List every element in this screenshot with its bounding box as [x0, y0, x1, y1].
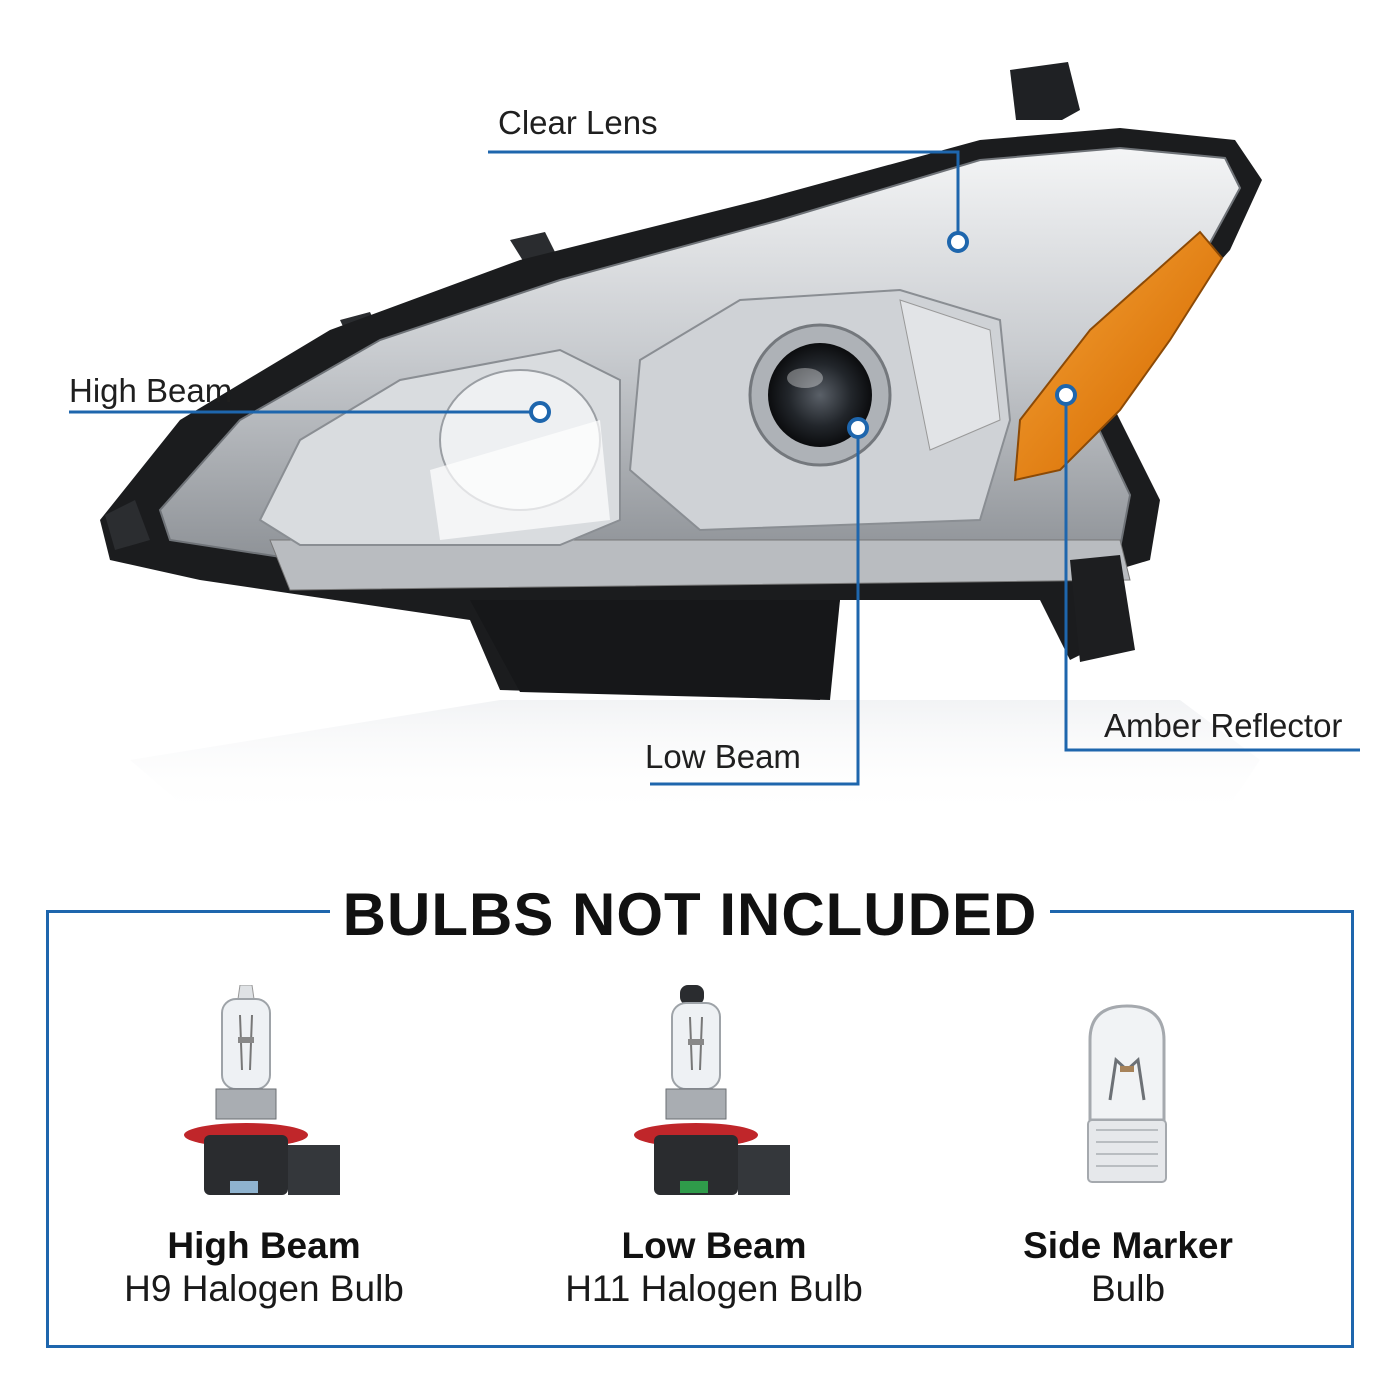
amber-reflector-label: Amber Reflector: [1104, 707, 1343, 744]
bulb-subtitle: H11 Halogen Bulb: [565, 1267, 863, 1309]
callout-lines: [69, 150, 1360, 786]
low-beam-callout-dot: [847, 417, 869, 439]
top-connector: [1010, 62, 1080, 120]
bulbs-section-title: BULBS NOT INCLUDED: [330, 880, 1050, 950]
clear-lens-label: Clear Lens: [498, 104, 658, 141]
h11-halogen-bulb-icon: [634, 985, 790, 1195]
lower-trim: [269, 539, 1131, 591]
low-beam-label: Low Beam: [645, 738, 801, 775]
bulb-card-side-marker: Side Marker Bulb: [928, 1225, 1328, 1310]
wedge-bulb-icon: [1087, 1004, 1167, 1183]
amber-reflector-callout-dot: [1055, 384, 1077, 406]
headlight-base: [470, 600, 840, 700]
bulb-card-high-beam: High Beam H9 Halogen Bulb: [64, 1225, 464, 1310]
projector-lens: [768, 343, 872, 447]
headlight-reflection: [130, 700, 1260, 820]
high-beam-label: High Beam: [69, 372, 233, 409]
bottom-connector: [1070, 555, 1135, 662]
h9-halogen-bulb-icon: [184, 985, 340, 1195]
bulb-title: High Beam: [167, 1225, 361, 1266]
clear-lens-callout-dot: [947, 231, 969, 253]
bulb-title: Low Beam: [621, 1225, 807, 1266]
high-beam-callout-dot: [529, 401, 551, 423]
bulb-subtitle: H9 Halogen Bulb: [124, 1267, 404, 1309]
headlight-illustration: [69, 62, 1360, 820]
bulb-subtitle: Bulb: [1090, 1267, 1166, 1309]
bulb-title: Side Marker: [1023, 1225, 1233, 1266]
bulb-card-low-beam: Low Beam H11 Halogen Bulb: [514, 1225, 914, 1310]
